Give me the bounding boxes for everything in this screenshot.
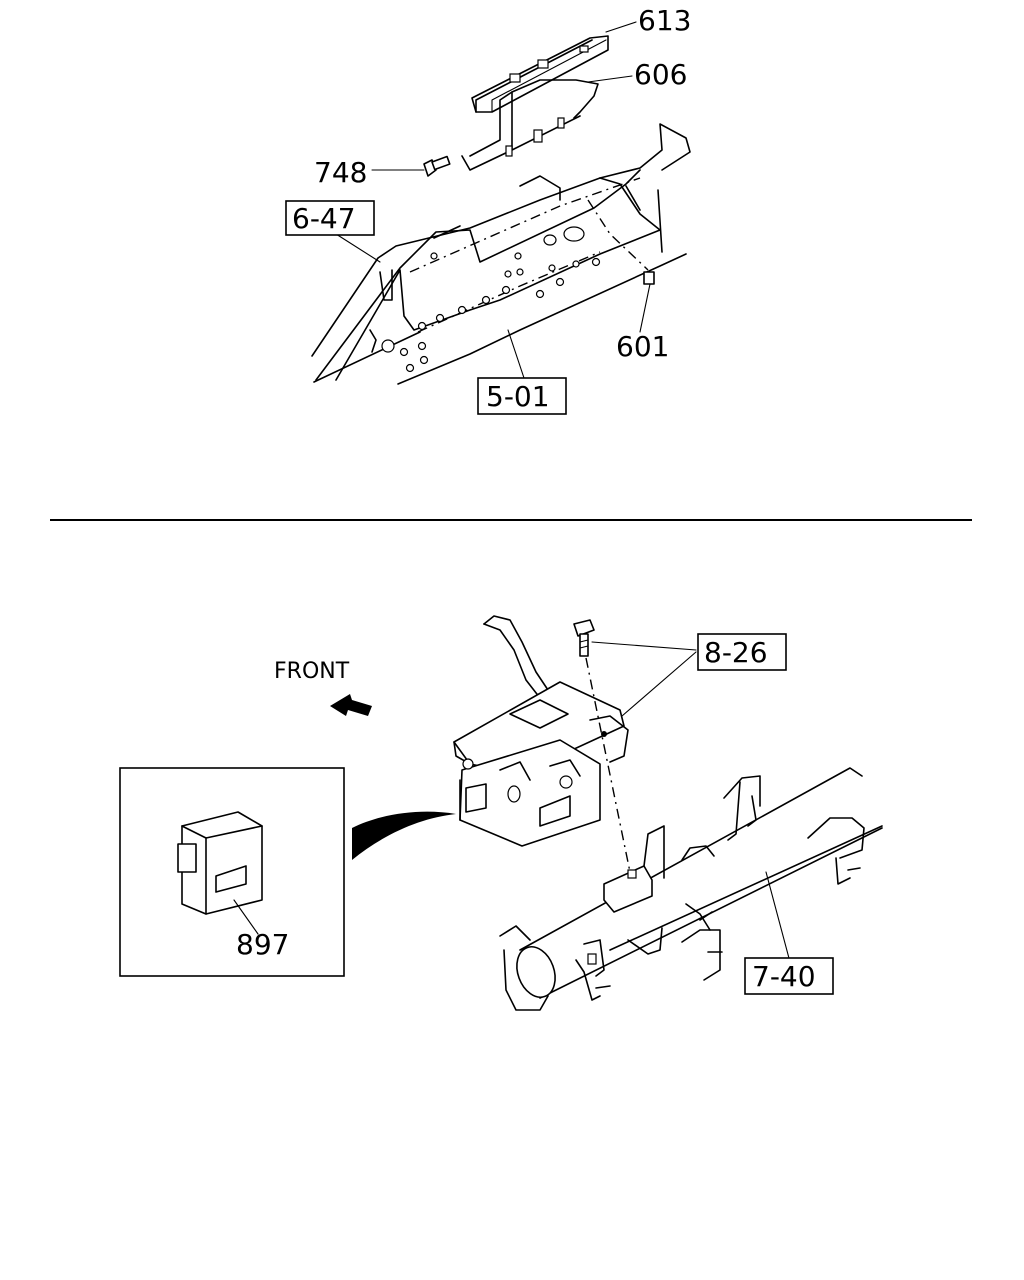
module-613 xyxy=(471,35,609,113)
ref-box-5-01 xyxy=(477,377,567,415)
bracket-assembly xyxy=(453,615,629,847)
bolt-748 xyxy=(423,155,451,177)
control-unit-897 xyxy=(177,811,263,915)
label-5-01: 5-01 xyxy=(486,380,550,413)
label-748: 748 xyxy=(314,156,367,189)
lower-assembly: FRONT 897 xyxy=(119,615,883,1011)
ref-box-7-40 xyxy=(744,957,834,995)
front-label: FRONT xyxy=(274,659,350,684)
bolt-8-26 xyxy=(573,619,595,657)
label-613: 613 xyxy=(638,4,691,37)
label-897: 897 xyxy=(236,928,289,961)
bracket-606 xyxy=(461,79,599,171)
cross-member-7-40 xyxy=(499,767,883,1011)
label-601: 601 xyxy=(616,330,669,363)
clip-601 xyxy=(643,271,655,285)
label-6-47: 6-47 xyxy=(292,202,356,235)
upper-assembly: 613 606 748 6-47 601 5-01 xyxy=(285,4,691,415)
ref-box-6-47 xyxy=(285,200,375,236)
label-606: 606 xyxy=(634,58,687,91)
label-7-40: 7-40 xyxy=(752,960,816,993)
label-8-26: 8-26 xyxy=(704,636,768,669)
frame-cross-member xyxy=(311,123,691,385)
front-arrow-icon xyxy=(330,694,372,716)
pointer-arrow-icon xyxy=(352,811,456,860)
inset-box: 897 xyxy=(119,767,345,977)
frame-holes xyxy=(399,252,601,373)
ref-box-8-26 xyxy=(697,633,787,671)
